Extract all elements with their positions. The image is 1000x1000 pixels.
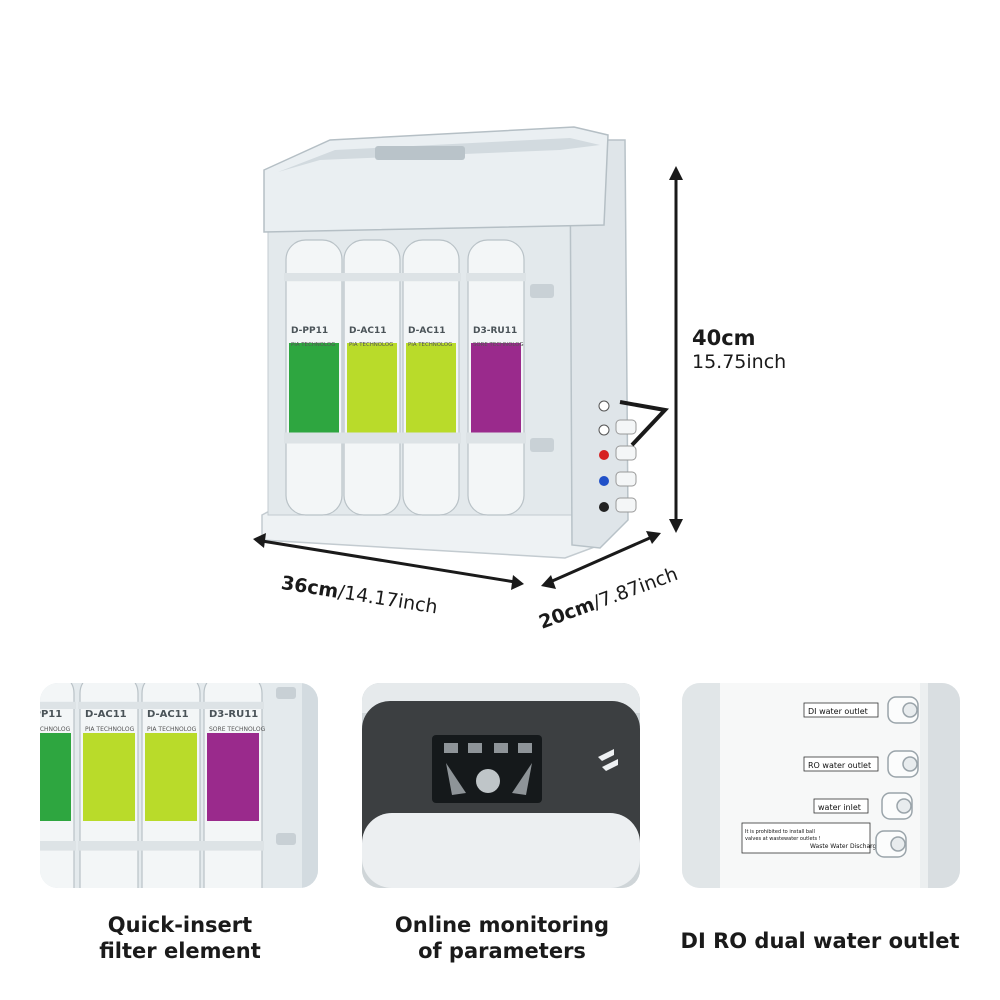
caption-filters-line-1: Quick-insert bbox=[107, 913, 253, 937]
port-icon-1 bbox=[598, 400, 610, 412]
side-panel bbox=[569, 139, 629, 549]
port-icon-2 bbox=[598, 424, 610, 436]
main-filter-clip bbox=[466, 432, 526, 444]
closeup-clip-top bbox=[276, 687, 296, 699]
connector-ports bbox=[598, 400, 669, 513]
caption-filters-line-2: filter element bbox=[99, 939, 261, 963]
closeup-filter-color-band bbox=[40, 733, 71, 821]
display-window bbox=[375, 146, 465, 160]
clip-top bbox=[530, 284, 554, 298]
closeup-filter-clip bbox=[140, 841, 202, 851]
depth-arrow bbox=[541, 531, 661, 589]
closeup-filter-clip bbox=[40, 701, 76, 709]
main-filter-clip bbox=[342, 273, 402, 282]
port-black-dot bbox=[599, 502, 609, 512]
feature-caption-monitoring: Online monitoring of parameters bbox=[352, 912, 652, 964]
label-ro-outlet: RO water outlet bbox=[808, 761, 871, 770]
label-water-inlet: water inlet bbox=[818, 803, 861, 812]
closeup-filter-label: D3-RU11 bbox=[209, 709, 258, 720]
main-filter-color-band bbox=[406, 343, 456, 433]
closeup-filter-label: D-AC11 bbox=[147, 709, 189, 720]
outlet-fittings bbox=[875, 696, 919, 858]
feature-caption-outlets: DI RO dual water outlet bbox=[670, 928, 970, 954]
label-waste-discharge: Waste Water Discharge bbox=[810, 843, 880, 850]
closeup-clip-bottom bbox=[276, 833, 296, 845]
closeup-filter-clip bbox=[78, 701, 140, 709]
closeup-filter-color-band bbox=[145, 733, 197, 821]
label-warning-line-2: valves at wastewater outlets ! bbox=[745, 836, 821, 842]
main-filter-clip bbox=[401, 432, 461, 444]
feature-image-panel bbox=[362, 683, 640, 888]
label-warning-line-1: It is prohibited to install ball bbox=[745, 829, 815, 835]
main-filter-sublabel: PIA TECHNOLOG bbox=[408, 342, 452, 348]
caption-outlets-line-1: DI RO dual water outlet bbox=[680, 929, 960, 953]
main-filter-color-band bbox=[347, 343, 397, 433]
closeup-filter-color-band bbox=[207, 733, 259, 821]
main-filter-color-band bbox=[471, 343, 521, 433]
closeup-filter-sublabel: PIA TECHNOLOG bbox=[147, 726, 197, 733]
closeup-filter-label: D-AC11 bbox=[85, 709, 127, 720]
feature-image-outlets: DI water outlet RO water outlet water in… bbox=[682, 683, 960, 888]
closeup-filter-clip bbox=[140, 701, 202, 709]
main-filter-label: D3-RU11 bbox=[473, 326, 517, 336]
closeup-filter-color-band bbox=[83, 733, 135, 821]
main-filter-label: D-PP11 bbox=[291, 326, 328, 336]
main-filter-clip bbox=[284, 432, 344, 444]
closeup-filter-clip bbox=[40, 841, 76, 851]
closeup-filter-sublabel: PIA TECHNOLOG bbox=[85, 726, 135, 733]
main-filter-label: D-AC11 bbox=[349, 326, 386, 336]
height-inch: 15.75inch bbox=[692, 351, 787, 373]
main-filter-sublabel: SORE TECHNOLOG bbox=[473, 342, 524, 348]
main-filter-label: D-AC11 bbox=[408, 326, 445, 336]
height-cm: 40cm bbox=[692, 326, 756, 350]
tube-black bbox=[619, 400, 669, 447]
feature-caption-filters: Quick-insert filter element bbox=[30, 912, 330, 964]
label-di-outlet: DI water outlet bbox=[808, 707, 868, 716]
closeup-filter-clip bbox=[78, 841, 140, 851]
main-filter-clip bbox=[342, 432, 402, 444]
outlets-closeup: DI water outlet RO water outlet water in… bbox=[682, 683, 960, 888]
depth-cm: 20cm bbox=[536, 593, 598, 634]
port-blue-dot bbox=[599, 476, 609, 486]
caption-monitoring-line-1: Online monitoring bbox=[394, 913, 610, 937]
width-arrow bbox=[253, 533, 524, 590]
clip-bottom bbox=[530, 438, 554, 452]
main-filter-color-band bbox=[289, 343, 339, 433]
closeup-filter-label: D-PP11 bbox=[40, 709, 62, 720]
height-dimension: 40cm 15.75inch bbox=[692, 326, 786, 374]
height-arrow bbox=[669, 166, 683, 533]
caption-monitoring-line-2: of parameters bbox=[418, 939, 586, 963]
closeup-filter-clip bbox=[202, 701, 264, 709]
closeup-filter-sublabel: PIA TECHNOLOG bbox=[40, 726, 71, 733]
port-red-dot bbox=[599, 450, 609, 460]
main-filter-clip bbox=[401, 273, 461, 282]
main-filter-sublabel: PIA TECHNOLOG bbox=[349, 342, 393, 348]
main-filter-sublabel: PIA TECHNOLOG bbox=[291, 342, 335, 348]
closeup-filter-sublabel: SORE TECHNOLOG bbox=[209, 726, 266, 733]
display-icons bbox=[444, 743, 532, 795]
brand-logo-icon bbox=[598, 749, 618, 771]
control-panel-closeup bbox=[362, 683, 640, 888]
closeup-filter-clip bbox=[202, 841, 264, 851]
main-filter-clip bbox=[466, 273, 526, 282]
main-filter-clip bbox=[284, 273, 344, 282]
